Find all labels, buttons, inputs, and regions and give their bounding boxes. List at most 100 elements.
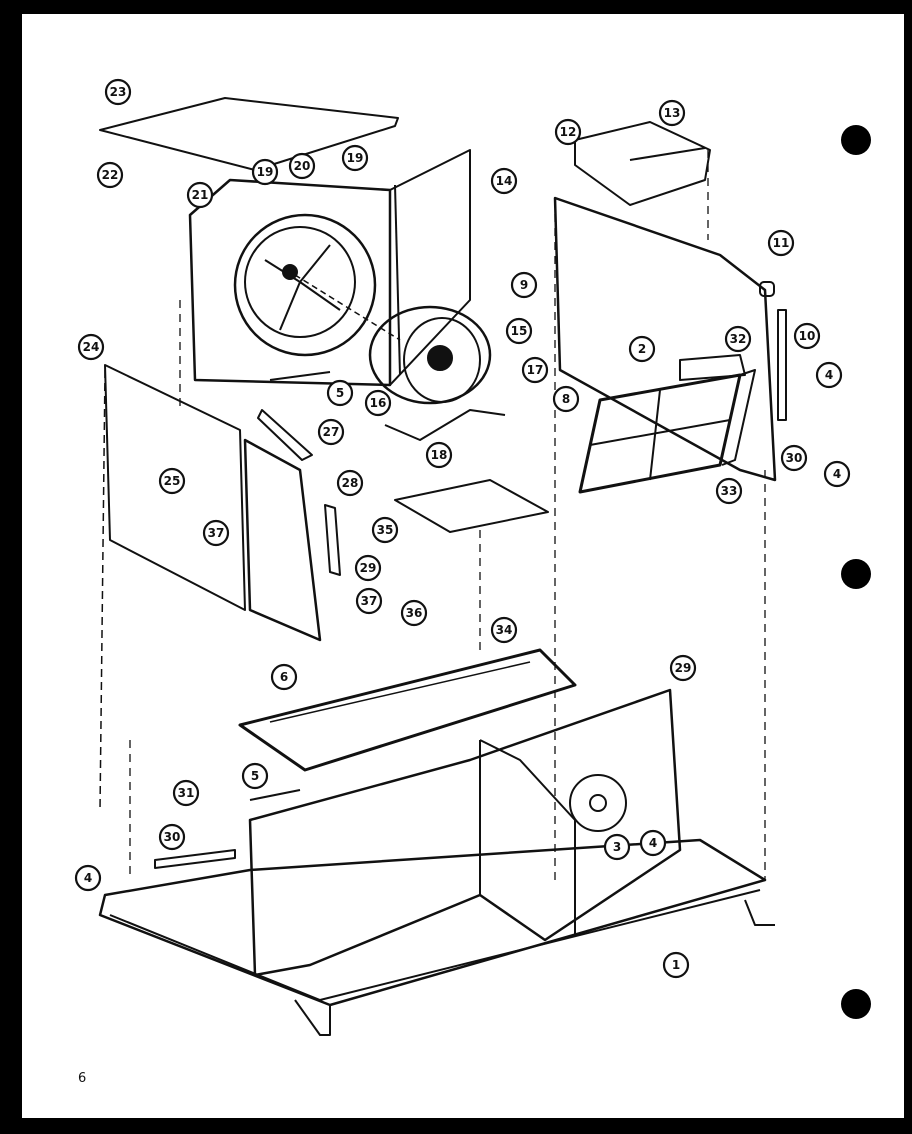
callout-circle <box>74 864 102 892</box>
base-rail-edge <box>109 889 761 1001</box>
callout-5: 5 <box>326 379 354 407</box>
callout-circle <box>425 441 453 469</box>
callout-23: 23 <box>104 78 132 106</box>
paper-sheet <box>22 14 904 1118</box>
callout-35: 35 <box>371 516 399 544</box>
callout-label: 4 <box>84 871 92 885</box>
callout-circle <box>490 616 518 644</box>
orifice-housing-flange <box>394 184 401 376</box>
callout-32: 32 <box>724 325 752 353</box>
callout-circle <box>815 361 843 389</box>
callout-8: 8 <box>552 385 580 413</box>
callout-label: 19 <box>347 151 364 165</box>
orifice-housing-side <box>389 149 471 386</box>
callout-circle <box>317 418 345 446</box>
callout-18: 18 <box>425 441 453 469</box>
motor-end-bell <box>403 317 481 403</box>
callout-circle <box>724 325 752 353</box>
callout-3: 3 <box>603 833 631 861</box>
callout-circle <box>371 516 399 544</box>
callout-label: 21 <box>192 188 209 202</box>
top-cover-piece <box>99 97 399 171</box>
callout-circle <box>628 335 656 363</box>
drain-plate <box>394 479 549 533</box>
callout-label: 29 <box>360 561 377 575</box>
callout-label: 4 <box>833 467 841 481</box>
base-foot-left <box>294 999 331 1036</box>
motor-end-hub <box>427 345 453 371</box>
callout-label: 5 <box>336 386 344 400</box>
callout-16: 16 <box>364 389 392 417</box>
callout-circle <box>552 385 580 413</box>
callout-27: 27 <box>317 418 345 446</box>
callout-label: 36 <box>406 606 423 620</box>
callout-31: 31 <box>172 779 200 807</box>
top-trim-strip <box>629 147 706 161</box>
callout-circle <box>490 167 518 195</box>
callout-circle <box>158 467 186 495</box>
orifice-slot-5 <box>269 371 331 381</box>
front-panel <box>553 196 777 482</box>
callout-20: 20 <box>288 152 316 180</box>
callout-29: 29 <box>669 654 697 682</box>
callout-label: 27 <box>323 425 340 439</box>
callout-circle <box>288 152 316 180</box>
callout-36: 36 <box>400 599 428 627</box>
callout-21: 21 <box>186 181 214 209</box>
callout-15: 15 <box>505 317 533 345</box>
callout-circle <box>823 460 851 488</box>
callout-circle <box>202 519 230 547</box>
callout-circle <box>639 829 667 857</box>
callout-circle <box>158 823 186 851</box>
callout-label: 4 <box>825 368 833 382</box>
partition-strip-27 <box>257 409 313 461</box>
left-side-panel <box>104 364 246 611</box>
base-strip-30 <box>154 849 236 869</box>
callout-34: 34 <box>490 616 518 644</box>
callout-label: 5 <box>251 769 259 783</box>
callout-label: 15 <box>511 324 528 338</box>
callout-17: 17 <box>521 356 549 384</box>
callout-label: 24 <box>83 340 100 354</box>
callout-label: 22 <box>102 168 119 182</box>
callout-label: 35 <box>377 523 394 537</box>
callout-circle <box>241 762 269 790</box>
callout-circle <box>341 144 369 172</box>
callout-5: 5 <box>241 762 269 790</box>
page-number: 6 <box>78 1071 86 1086</box>
callout-9: 9 <box>510 271 538 299</box>
callout-circle <box>793 322 821 350</box>
callout-label: 14 <box>496 174 513 188</box>
callout-circle <box>336 469 364 497</box>
callout-label: 2 <box>638 342 646 356</box>
base-pan-insulation-inner <box>269 661 531 723</box>
callout-circle <box>521 356 549 384</box>
callout-circle <box>554 118 582 146</box>
callout-4: 4 <box>74 864 102 892</box>
condenser-fan-opening <box>569 774 627 832</box>
callout-label: 9 <box>520 278 528 292</box>
callout-circle <box>77 333 105 361</box>
callout-circle <box>186 181 214 209</box>
motor-mount-bracket <box>384 409 506 441</box>
condenser-fan-hub <box>589 794 607 812</box>
callout-circle <box>780 444 808 472</box>
callout-circle <box>658 99 686 127</box>
fan-shroud <box>233 213 377 357</box>
callout-37: 37 <box>202 519 230 547</box>
lower-housing-front <box>248 688 682 977</box>
callout-label: 32 <box>730 332 747 346</box>
callout-label: 23 <box>110 85 127 99</box>
left-panel-dashline <box>99 369 106 811</box>
callout-19: 19 <box>251 158 279 186</box>
filter-retainer-32 <box>721 369 756 466</box>
callout-label: 28 <box>342 476 359 490</box>
callout-13: 13 <box>658 99 686 127</box>
callout-14: 14 <box>490 167 518 195</box>
fan-hub <box>282 264 298 280</box>
callout-circle <box>662 951 690 979</box>
callout-12: 12 <box>554 118 582 146</box>
callout-circle <box>603 833 631 861</box>
callout-circle <box>96 161 124 189</box>
